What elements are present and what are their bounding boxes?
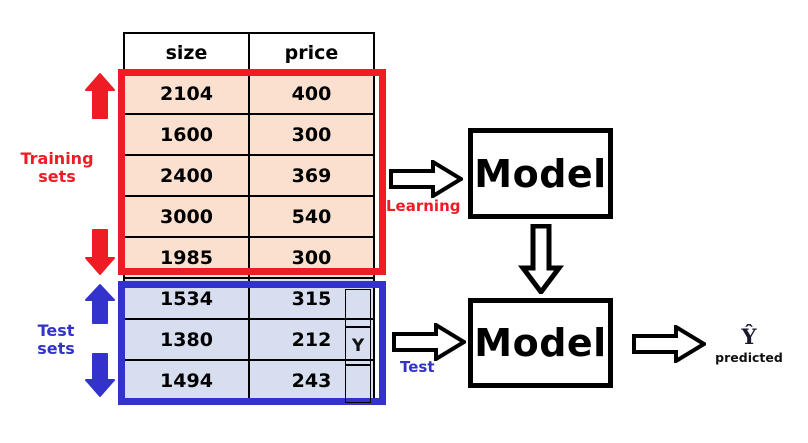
- column-header-size: size: [123, 32, 250, 74]
- training-set-highlight: [118, 69, 386, 275]
- y-label: Y: [351, 336, 365, 356]
- table-header-row: size price: [123, 32, 376, 74]
- cell-price: 300: [247, 113, 376, 156]
- training-sets-label: Training sets: [14, 150, 100, 186]
- column-header-price: price: [247, 32, 376, 74]
- table-row: 1380 212: [123, 318, 376, 361]
- test-sets-label: Test sets: [16, 322, 96, 358]
- test-up-arrow-icon: [84, 283, 116, 330]
- table-row: 2400 369: [123, 154, 376, 197]
- test-flow-arrow-icon: [392, 321, 468, 366]
- test-flow-label: Test: [400, 358, 435, 376]
- training-sets-label-line1: Training: [20, 149, 94, 168]
- cell-size: 1380: [123, 318, 250, 361]
- cell-size: 1600: [123, 113, 250, 156]
- prediction-flow-arrow-icon: [632, 323, 708, 368]
- predicted-caption: predicted: [715, 350, 783, 365]
- table-row: 3000 540: [123, 195, 376, 238]
- cell-size: 2104: [123, 72, 250, 115]
- predicted-output: Ŷ predicted: [699, 326, 799, 365]
- learning-flow-arrow-icon: [389, 158, 465, 203]
- y-bracket-cell-top: [345, 289, 371, 327]
- model-box-top[interactable]: Model: [468, 128, 613, 219]
- y-bracket-cell-middle: Y: [345, 327, 371, 365]
- model-box-bottom[interactable]: Model: [468, 298, 613, 388]
- test-set-highlight: [118, 281, 386, 405]
- cell-price: 243: [247, 359, 376, 402]
- cell-price: 369: [247, 154, 376, 197]
- learning-label: Learning: [386, 197, 461, 215]
- cell-size: 3000: [123, 195, 250, 238]
- y-hat-symbol: Ŷ: [741, 324, 757, 349]
- training-up-arrow-icon: [84, 72, 116, 125]
- test-down-arrow-icon: [84, 352, 116, 403]
- model-box-top-label: Model: [474, 151, 607, 196]
- model-box-bottom-label: Model: [474, 321, 607, 365]
- y-bracket-cell-bottom: [345, 365, 371, 403]
- cell-price: 540: [247, 195, 376, 238]
- training-down-arrow-icon: [84, 228, 116, 281]
- training-sets-label-line2: sets: [38, 166, 76, 186]
- test-sets-label-line2: sets: [37, 338, 75, 358]
- model-transfer-down-arrow-icon: [517, 223, 565, 299]
- cell-price: 212: [247, 318, 376, 361]
- table-row: 1600 300: [123, 113, 376, 156]
- cell-size: 2400: [123, 154, 250, 197]
- test-sets-label-line1: Test: [37, 321, 75, 340]
